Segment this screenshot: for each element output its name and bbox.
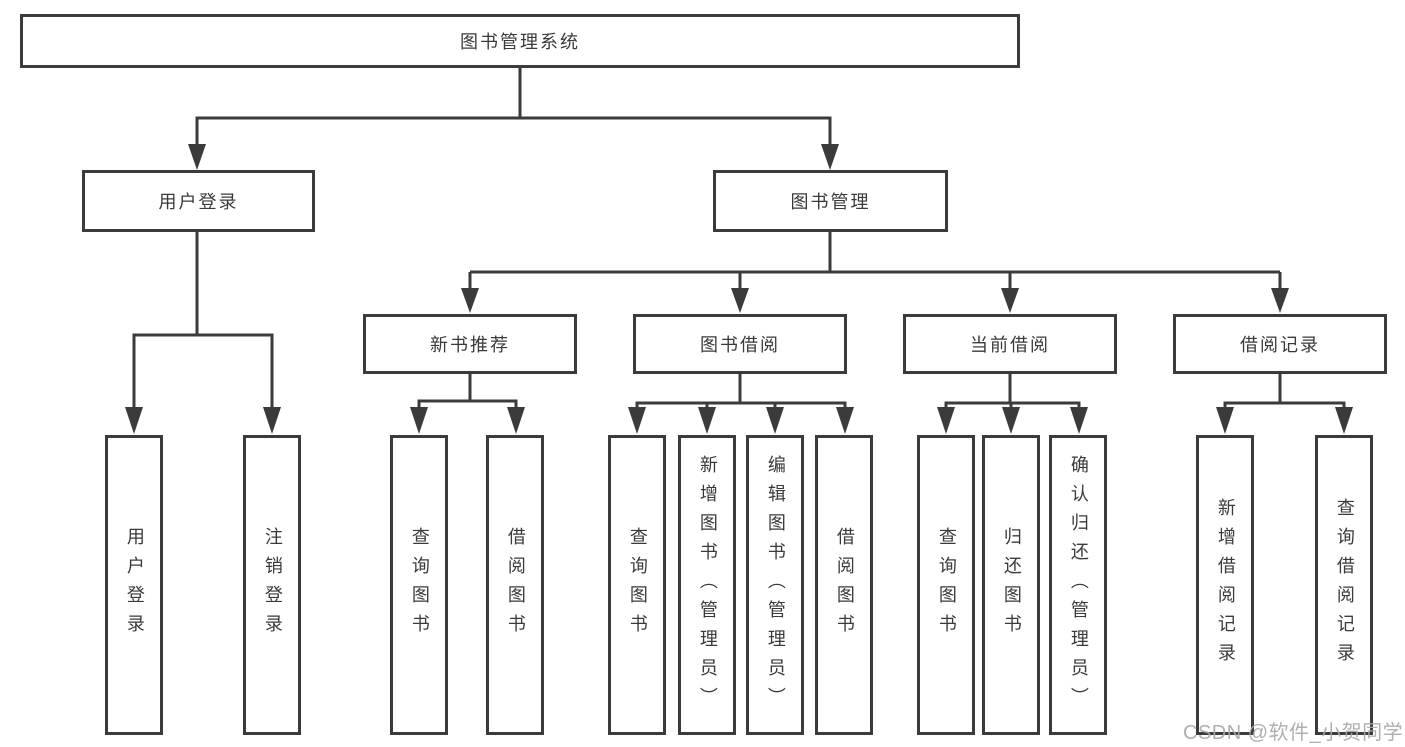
- node-book-management-label: 图书管理: [790, 192, 871, 212]
- leaf-add-borrow-record: 新增借阅记录: [1196, 435, 1254, 735]
- node-root: 图书管理系统: [20, 14, 1020, 68]
- node-borrowing-records-label: 借阅记录: [1240, 335, 1320, 355]
- leaf-query-borrow-record: 查询借阅记录: [1315, 435, 1373, 735]
- node-new-book-recommend: 新书推荐: [363, 314, 577, 374]
- edge-records-rail: [1223, 401, 1346, 409]
- leaf-logout: 注销登录: [243, 435, 301, 735]
- node-current-borrowing-label: 当前借阅: [970, 335, 1050, 355]
- edge-root-rail: [195, 116, 832, 148]
- leaf-borrow-books-1: 借阅图书: [486, 435, 544, 735]
- leaf-query-books-3: 查询图书: [917, 435, 975, 735]
- leaf-edit-books-admin: 编辑图书（管理员）: [746, 435, 804, 735]
- edge-current-rail: [944, 401, 1081, 409]
- node-current-borrowing: 当前借阅: [903, 314, 1117, 374]
- node-user-login: 用户登录: [82, 170, 315, 232]
- leaf-query-books-1: 查询图书: [390, 435, 448, 735]
- node-root-label: 图书管理系统: [460, 32, 580, 52]
- node-borrowing-records: 借阅记录: [1173, 314, 1387, 374]
- leaf-confirm-return-admin: 确认归还（管理员）: [1049, 435, 1107, 735]
- node-book-borrowing-label: 图书借阅: [700, 335, 780, 355]
- edge-borrow-rail: [635, 401, 847, 409]
- node-book-management: 图书管理: [713, 170, 948, 232]
- leaf-return-books: 归还图书: [982, 435, 1040, 735]
- node-user-login-label: 用户登录: [158, 192, 239, 212]
- edge-newbook-rail: [417, 399, 518, 409]
- leaf-borrow-books-2: 借阅图书: [815, 435, 873, 735]
- leaf-query-books-2: 查询图书: [608, 435, 666, 735]
- edge-userlogin-rail: [132, 333, 274, 409]
- watermark: CSDN @软件_小贺同学: [1183, 722, 1404, 744]
- leaf-add-books-admin: 新增图书（管理员）: [678, 435, 736, 735]
- node-book-borrowing: 图书借阅: [633, 314, 847, 374]
- node-new-book-recommend-label: 新书推荐: [430, 335, 510, 355]
- leaf-user-login: 用户登录: [105, 435, 163, 735]
